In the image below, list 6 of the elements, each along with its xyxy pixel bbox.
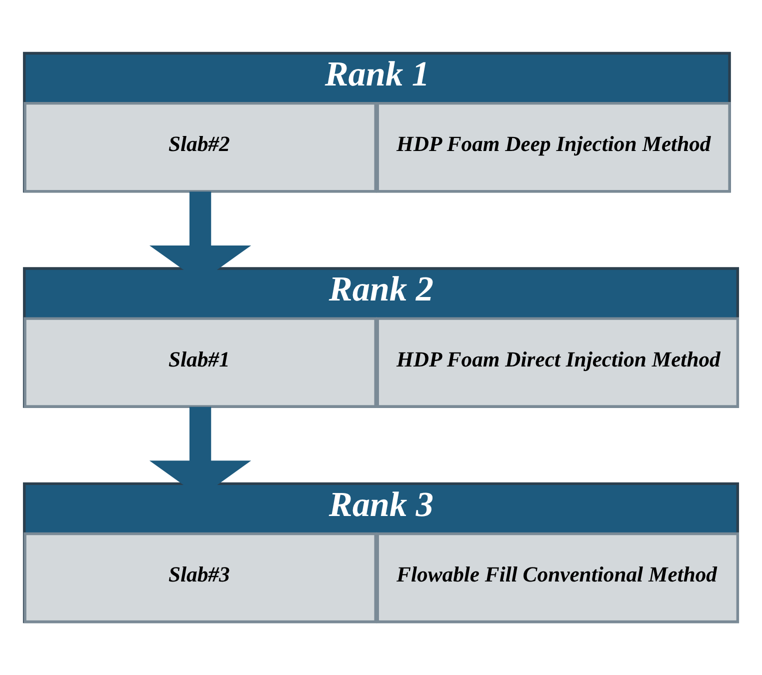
node-box: Flowable Fill Conventional Method: [376, 532, 740, 624]
node-box: Slab#2: [24, 102, 377, 193]
node-box: HDP Foam Direct Injection Method: [376, 317, 740, 408]
node-box: HDP Foam Deep Injection Method: [376, 102, 731, 193]
node-box: Slab#1: [24, 317, 377, 408]
node-box: Slab#3: [24, 532, 377, 624]
